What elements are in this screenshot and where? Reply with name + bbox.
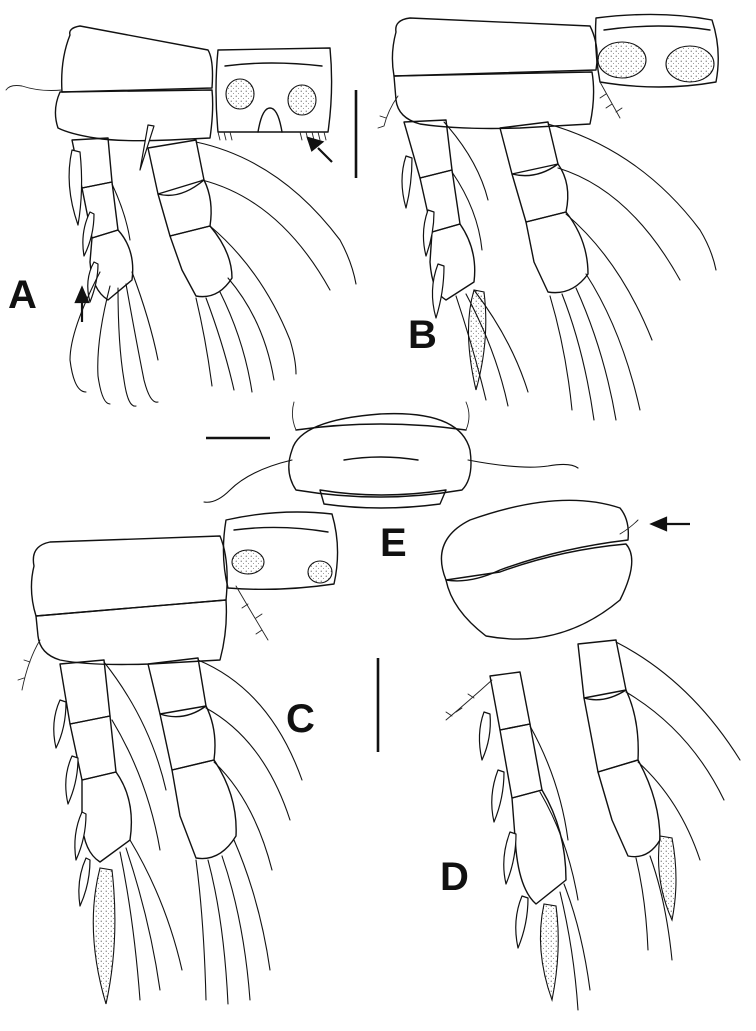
panel-b-drawing — [377, 13, 719, 421]
panel-d-coxa-arrow — [649, 516, 690, 532]
panel-label-e: E — [380, 521, 407, 565]
panel-label-d: D — [440, 855, 469, 899]
panel-label-a: A — [8, 273, 37, 317]
panel-a-spine-arrow — [74, 285, 90, 322]
panel-e-drawing — [203, 401, 579, 509]
panel-d-drawing — [440, 499, 741, 1011]
panel-a-sclerite-arrow — [306, 136, 333, 163]
panel-a-drawing — [5, 25, 357, 407]
panel-label-b: B — [408, 313, 437, 357]
panel-c-drawing — [17, 511, 339, 1005]
panel-label-c: C — [286, 697, 315, 741]
